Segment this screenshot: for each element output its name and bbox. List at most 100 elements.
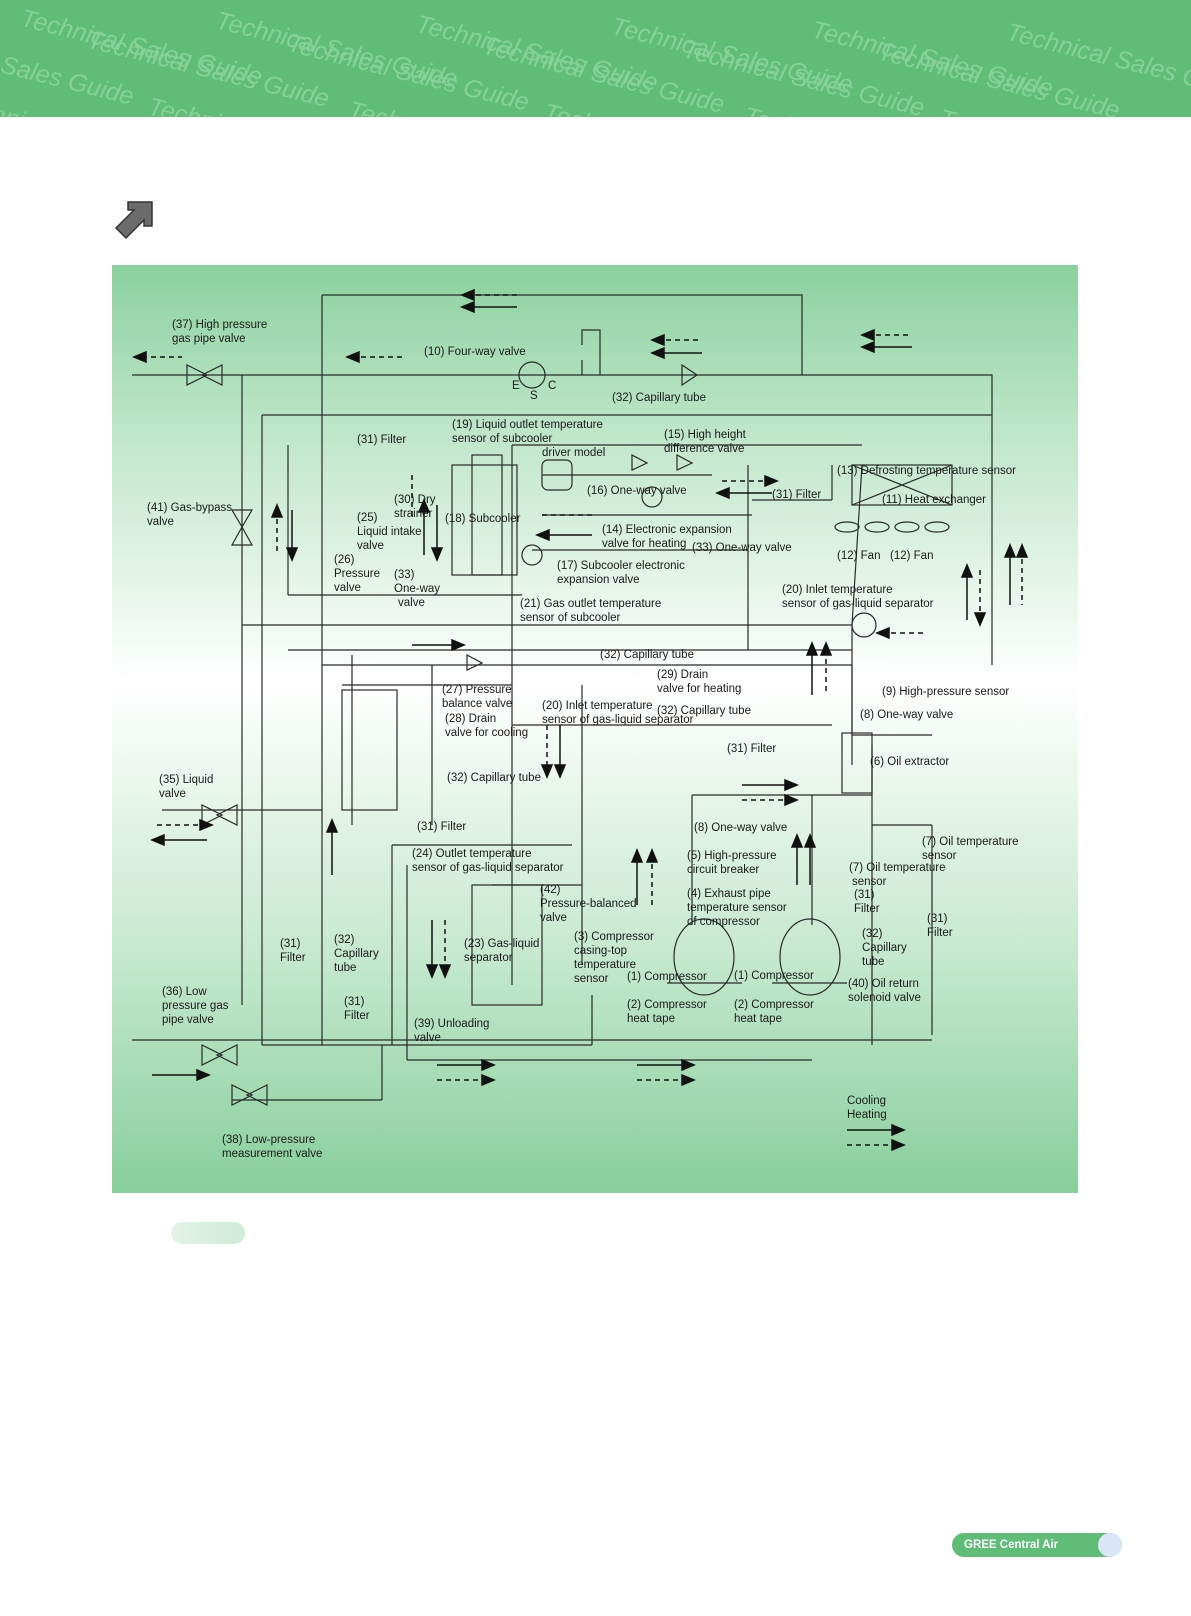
piping	[132, 294, 993, 1101]
label: (14) Electronic expansion	[602, 524, 732, 536]
label: sensor of subcooler	[520, 612, 621, 624]
port-label: C	[548, 380, 556, 392]
label: Capillary	[334, 948, 379, 960]
label: valve	[540, 912, 567, 924]
label: valve	[357, 540, 384, 552]
label: (20) Inlet temperature	[542, 700, 653, 712]
label: Filter	[854, 903, 880, 915]
label: circuit breaker	[687, 864, 759, 876]
label: (8) One-way valve	[694, 822, 787, 834]
label: valve	[414, 1032, 441, 1044]
label: (32)	[862, 928, 883, 940]
label: (12) Fan	[890, 550, 933, 562]
footer-dot	[1098, 1533, 1122, 1557]
arrow-right-up-icon	[114, 201, 153, 240]
label: (32) Capillary tube	[447, 772, 541, 784]
label: (8) One-way valve	[860, 709, 953, 721]
label: sensor of gas-liquid separator	[782, 598, 934, 610]
label: driver model	[542, 447, 605, 459]
label: (31) Filter	[772, 489, 821, 501]
label: tube	[862, 956, 884, 968]
label: valve for heating	[657, 683, 741, 695]
label: (31)	[854, 889, 875, 901]
label: (21) Gas outlet temperature	[520, 598, 661, 610]
label: sensor of subcooler	[452, 433, 553, 445]
label: (5) High-pressure	[687, 850, 776, 862]
label: sensor of gas-liquid separator	[542, 714, 694, 726]
label: (7) Oil temperature	[849, 862, 946, 874]
label: (42)	[540, 884, 561, 896]
label: (10) Four-way valve	[424, 346, 526, 358]
label: measurement valve	[222, 1148, 322, 1160]
label: Filter	[927, 927, 953, 939]
label: (36) Low	[162, 986, 207, 998]
label: Capillary	[862, 942, 907, 954]
component-labels: (37) High pressure gas pipe valve (10) F…	[147, 319, 1019, 1160]
label: (13) Defrosting temperature sensor	[837, 465, 1016, 477]
legend-arrows	[847, 1123, 906, 1152]
label: (20) Inlet temperature	[782, 584, 893, 596]
label: (40) Oil return	[848, 978, 919, 990]
label: (33)	[394, 569, 415, 581]
label: (11) Heat exchanger	[882, 494, 986, 506]
label: (4) Exhaust pipe	[687, 888, 771, 900]
label: (18) Subcooler	[445, 513, 521, 525]
label: pressure gas	[162, 1000, 229, 1012]
label: (19) Liquid outlet temperature	[452, 419, 603, 431]
port-label: E	[512, 380, 520, 392]
label: (39) Unloading	[414, 1018, 489, 1030]
label: (35) Liquid	[159, 774, 213, 786]
label: valve for heating	[602, 538, 686, 550]
label: (23) Gas-liquid	[464, 938, 539, 950]
label: (1) Compressor	[734, 970, 814, 982]
label: (15) High height	[664, 429, 747, 441]
label: (31)	[344, 996, 365, 1008]
label: One-way	[394, 583, 440, 595]
label: Filter	[344, 1010, 370, 1022]
label: Pressure	[334, 568, 380, 580]
label: (1) Compressor	[627, 971, 707, 983]
label: separator	[464, 952, 513, 964]
label: of compressor	[687, 916, 760, 928]
label: sensor	[922, 850, 957, 862]
flow-arrows	[132, 288, 1029, 1152]
label: valve	[159, 788, 186, 800]
label: (27) Pressure	[442, 684, 512, 696]
label: heat tape	[734, 1013, 782, 1025]
label: (16) One-way valve	[587, 485, 687, 497]
label: (37) High pressure	[172, 319, 267, 331]
label: (26)	[334, 554, 355, 566]
label: (41) Gas-bypass	[147, 502, 232, 514]
label: sensor	[852, 876, 887, 888]
port-label: S	[530, 390, 538, 402]
label: strainer	[394, 508, 433, 520]
label: valve for cooling	[445, 727, 528, 739]
legend-heating: Heating	[847, 1109, 887, 1121]
label: (31) Filter	[357, 434, 406, 446]
label: (2) Compressor	[734, 999, 814, 1011]
label: (6) Oil extractor	[870, 756, 949, 768]
label: (28) Drain	[445, 713, 496, 725]
label: Filter	[280, 952, 306, 964]
label: solenoid valve	[848, 992, 921, 1004]
label: (33) One-way valve	[692, 542, 792, 554]
label: difference valve	[664, 443, 744, 455]
label: (12) Fan	[837, 550, 880, 562]
label: (38) Low-pressure	[222, 1134, 315, 1146]
label: (9) High-pressure sensor	[882, 686, 1009, 698]
label: balance valve	[442, 698, 512, 710]
caption-tag	[171, 1222, 245, 1244]
label: Liquid intake	[357, 526, 422, 538]
label: temperature	[574, 959, 636, 971]
label: valve	[398, 597, 425, 609]
label: valve	[147, 516, 174, 528]
watermark: Technical Sales Guide Technical Sales Gu…	[0, 4, 1191, 117]
label: sensor	[574, 973, 609, 985]
refrigerant-diagram-panel: (37) High pressure gas pipe valve (10) F…	[112, 265, 1078, 1193]
header-banner: Technical Sales Guide Technical Sales Gu…	[0, 0, 1191, 117]
label: (2) Compressor	[627, 999, 707, 1011]
label: (24) Outlet temperature	[412, 848, 532, 860]
label: sensor of gas-liquid separator	[412, 862, 564, 874]
footer-brand-badge: GREE Central Air Conditioners	[952, 1533, 1122, 1575]
label: (32) Capillary tube	[600, 649, 694, 661]
